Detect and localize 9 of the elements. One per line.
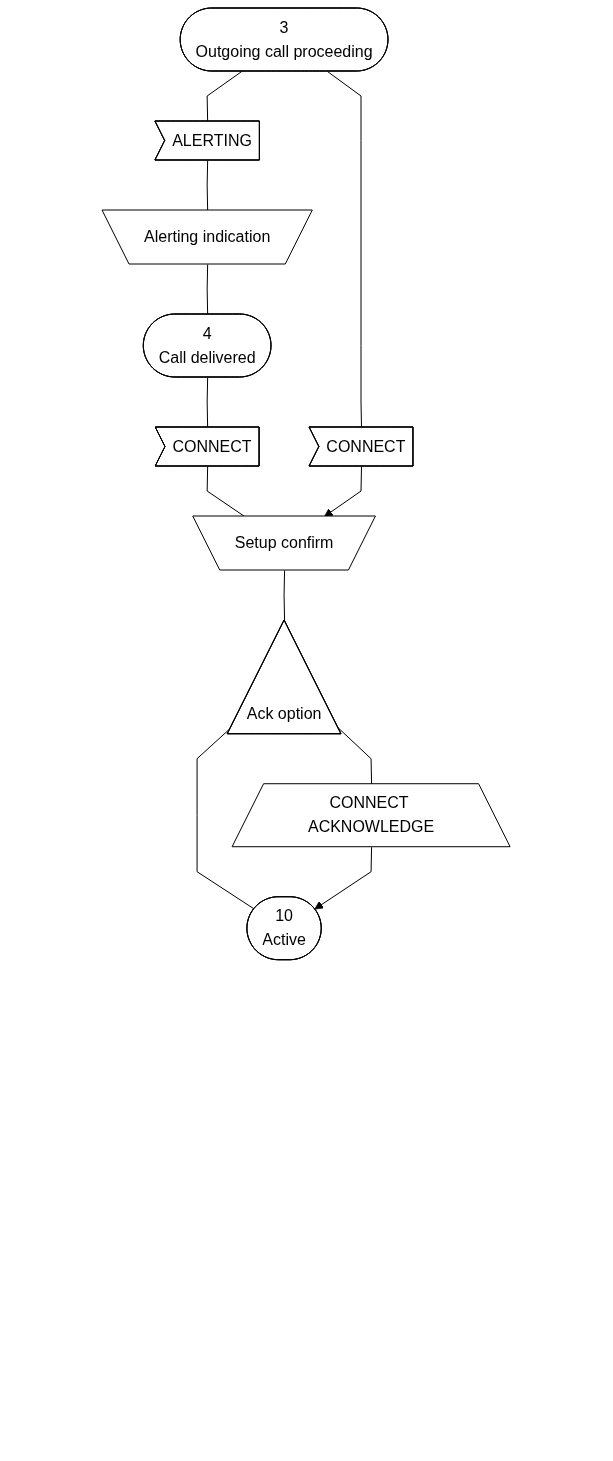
connector <box>207 377 209 428</box>
connector <box>207 264 209 315</box>
arrow <box>324 466 363 517</box>
connector <box>207 466 246 517</box>
connector <box>284 570 286 621</box>
arrow <box>314 846 373 910</box>
connector <box>207 71 243 122</box>
connector <box>327 71 363 428</box>
connector <box>207 160 209 211</box>
